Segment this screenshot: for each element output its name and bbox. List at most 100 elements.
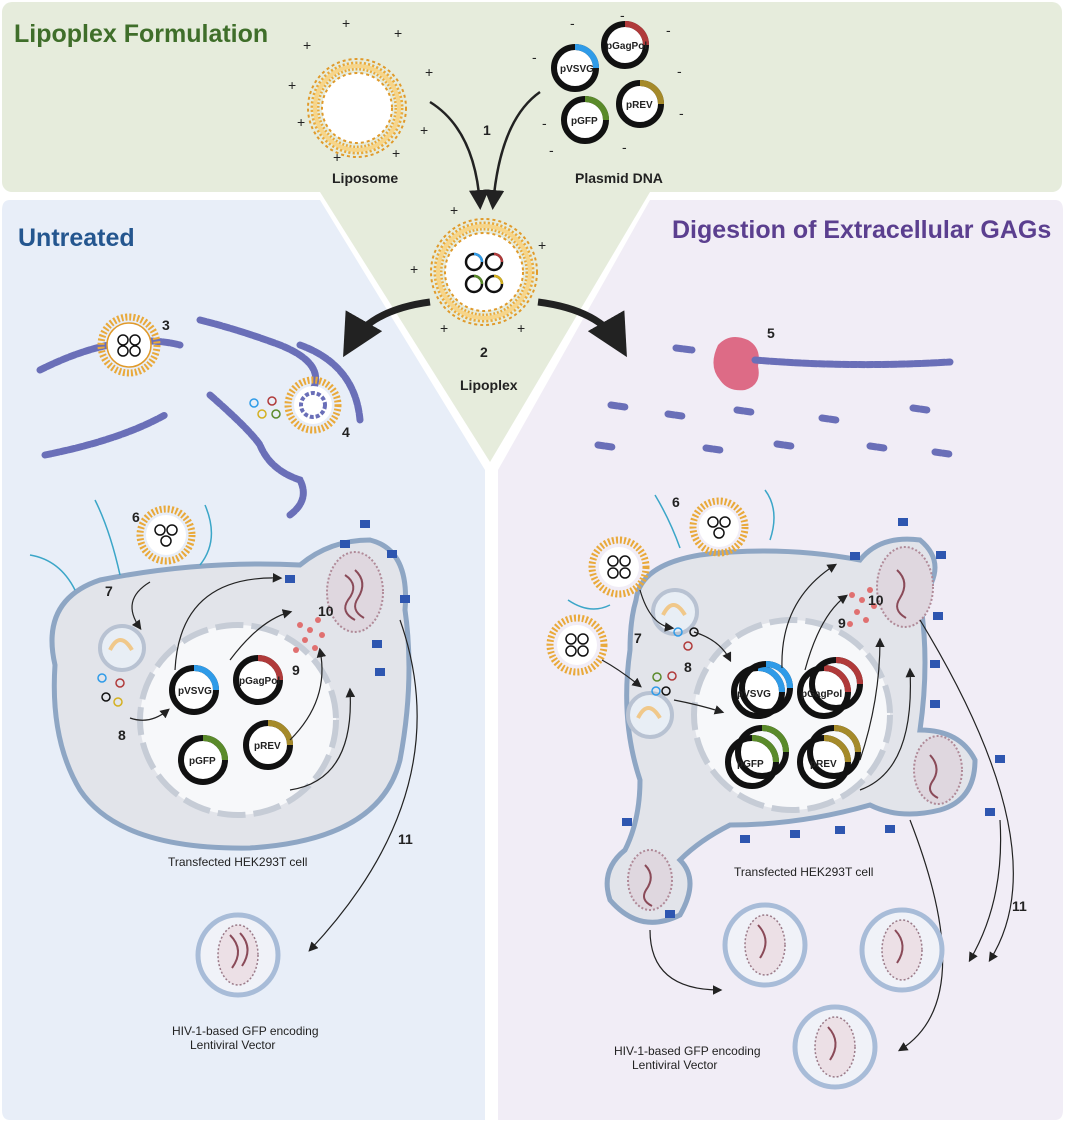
svg-text:pGFP: pGFP [737,759,764,770]
svg-text:+: + [450,202,458,218]
step-10-label-right: 10 [868,592,884,608]
step-8-label-left: 8 [118,727,126,743]
step-6-label-right: 6 [672,494,680,510]
svg-text:+: + [342,15,350,31]
plasmid-dna-label: Plasmid DNA [575,170,663,186]
svg-text:-: - [570,15,575,31]
svg-text:+: + [303,37,311,53]
svg-text:+: + [538,237,546,253]
svg-text:-: - [679,105,684,121]
step-6-label-left: 6 [132,509,140,525]
svg-text:+: + [420,122,428,138]
heparan-sulfate-untreated [29,499,213,591]
receptors-untreated [285,520,410,676]
heparinase-enzyme [713,336,759,391]
svg-text:-: - [677,63,682,79]
vector-caption-right-line1: HIV-1-based GFP encoding [614,1044,761,1058]
step-4-label: 4 [342,424,350,440]
step-9-label-left: 9 [292,662,300,678]
lipoplex-attached-6-left [136,505,196,565]
arrow-to-untreated [343,298,431,358]
svg-text:+: + [297,114,305,130]
plasmid-pgfp: pGFP [561,96,609,144]
endosome-left [97,624,146,707]
svg-text:pREV: pREV [626,100,653,111]
svg-text:-: - [620,7,625,23]
svg-text:+: + [394,25,402,41]
digestion-title: Digestion of Extracellular GAGs [672,216,1051,244]
liposome [307,58,407,158]
endosomes-right [626,588,699,739]
lipoplex-label: Lipoplex [460,377,518,393]
svg-text:-: - [542,115,547,131]
step-11-label-right: 11 [1012,898,1027,914]
lipoplex [430,218,538,326]
step-7-label-right: 7 [634,630,642,646]
svg-text:+: + [288,77,296,93]
arrow-liposome-to-lipoplex [429,100,489,210]
plasmid-charges: - - - - - - - - - [532,7,684,158]
step-5-label: 5 [767,325,775,341]
plasmid-pgagpol: pGagPol [601,21,649,69]
svg-text:+: + [517,320,525,336]
svg-text:pGagPol: pGagPol [606,41,647,52]
svg-text:pGagPol: pGagPol [801,689,842,700]
svg-text:+: + [410,261,418,277]
untreated-title: Untreated [18,224,135,252]
step-2-label: 2 [480,344,488,360]
step-3-label: 3 [162,317,170,333]
lipoplex-bound-gag-3 [97,313,161,377]
svg-text:+: + [333,149,341,165]
cell-caption-right: Transfected HEK293T cell [734,865,873,879]
gag-fragments [594,344,954,458]
lentiviral-vectors-right [722,902,945,1090]
step-1-label: 1 [483,122,491,138]
arrows-untreated [129,572,418,952]
svg-text:+: + [440,320,448,336]
lipoplex-disassembled-4 [249,376,342,434]
vector-caption-left-line1: HIV-1-based GFP encoding [172,1024,319,1038]
svg-text:pVSVG: pVSVG [560,64,594,75]
svg-text:+: + [392,145,400,161]
svg-text:pGFP: pGFP [571,116,598,127]
svg-text:-: - [532,49,537,65]
svg-text:-: - [666,22,671,38]
plasmid-cluster: pVSVG pGagPol pGFP pREV [551,21,664,144]
lipoplex-approaching-b [546,614,608,676]
step-9-label-right: 9 [838,615,846,631]
arrow-to-digestion [537,298,627,358]
vector-caption-right-line2: Lentiviral Vector [632,1058,717,1072]
svg-text:pVSVG: pVSVG [178,686,212,697]
svg-text:pVSVG: pVSVG [737,689,771,700]
svg-text:+: + [425,64,433,80]
svg-text:pGFP: pGFP [189,756,216,767]
svg-text:pREV: pREV [254,741,281,752]
receptors-digestion [622,518,1005,918]
vector-caption-left-line2: Lentiviral Vector [190,1038,275,1052]
plasmid-prev: pREV [616,80,664,128]
formulation-title: Lipoplex Formulation [14,20,268,48]
liposome-label: Liposome [332,170,398,186]
formulation-funnel [320,192,650,462]
lipoplex-charges: + + + + + [410,202,546,336]
svg-text:pREV: pREV [810,759,837,770]
heparan-sulfate-digestion [567,489,775,610]
plasmid-pvsvg: pVSVG [551,44,599,92]
plasmids-nucleus-right: pVSVG pGagPol pGFP pREV [725,657,863,789]
step-11-label-left: 11 [398,831,413,847]
arrows-digestion [601,563,1014,1052]
svg-text:pGagPol: pGagPol [239,676,280,687]
lipoplex-approaching-a [588,536,650,598]
plasmids-nucleus-left: pVSVG pGagPol pGFP pREV [169,655,293,785]
step-8-label-right: 8 [684,659,692,675]
step-10-label-left: 10 [318,603,334,619]
lipoplex-attached-6-right [689,497,749,557]
viral-proteins-right [847,587,877,627]
svg-text:-: - [549,142,554,158]
step-7-label-left: 7 [105,583,113,599]
viral-proteins-left [293,617,325,653]
lentiviral-vector-left [195,912,281,998]
arrow-plasmid-to-lipoplex [484,90,541,210]
svg-text:-: - [622,139,627,155]
